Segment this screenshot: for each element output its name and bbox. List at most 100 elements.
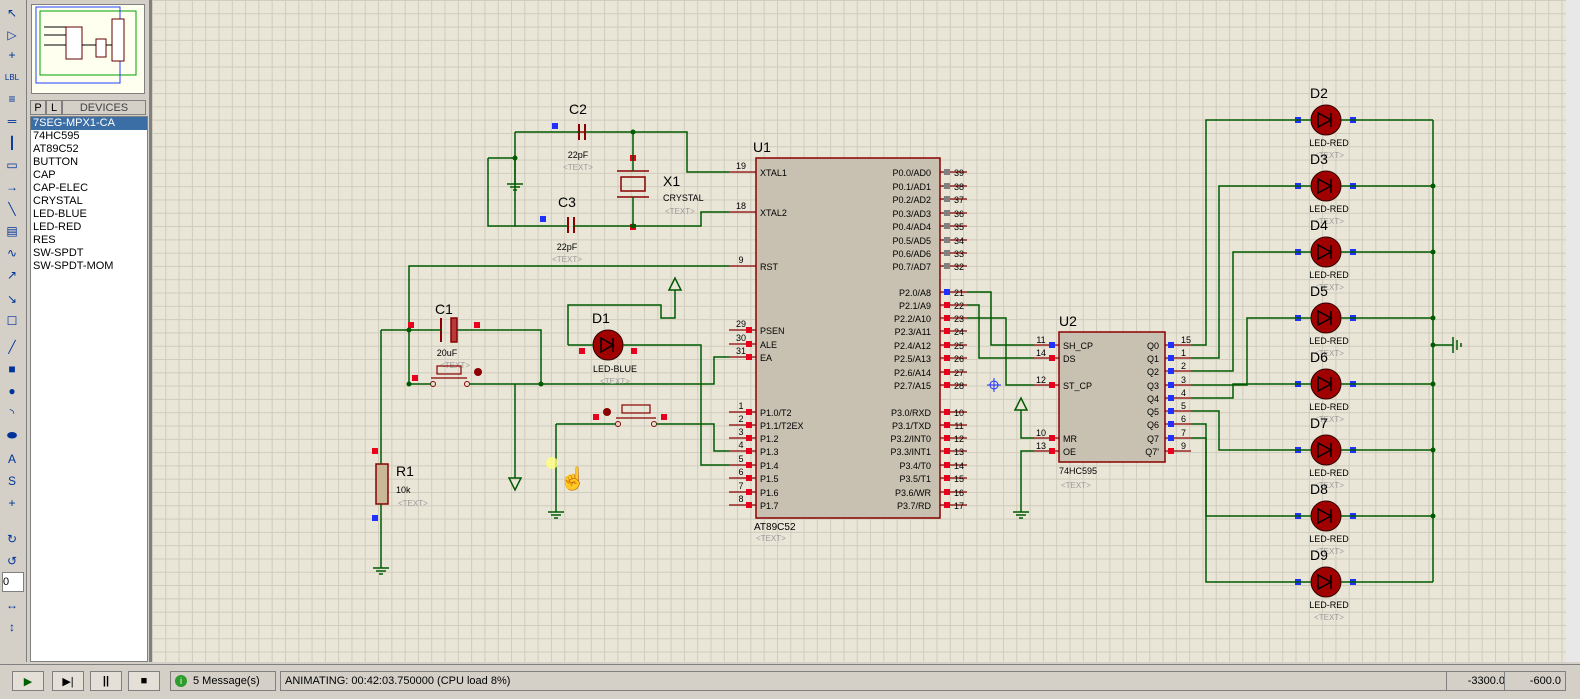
messages-indicator[interactable]: i 5 Message(s) xyxy=(170,671,276,691)
d1-text: <TEXT> xyxy=(600,377,630,386)
x1-value: CRYSTAL xyxy=(663,193,704,203)
device-list-item[interactable]: RES xyxy=(33,234,56,246)
wire-label-icon[interactable]: LBL xyxy=(4,72,20,82)
u2-body xyxy=(1058,331,1166,463)
arc-icon[interactable]: ◝ xyxy=(9,406,15,420)
mirror-x-icon[interactable]: ↔ xyxy=(6,598,18,612)
power-terminal-icon xyxy=(667,276,683,291)
graph-icon[interactable]: ╲ xyxy=(8,202,16,216)
pin-state-marker xyxy=(944,302,950,308)
button-contact xyxy=(464,381,470,387)
device-list-item[interactable]: BUTTON xyxy=(33,156,79,168)
device-list-item[interactable]: CRYSTAL xyxy=(33,195,83,207)
line-icon[interactable]: ╱ xyxy=(8,340,16,354)
led-red-icon xyxy=(1310,302,1342,334)
c2-text: <TEXT> xyxy=(563,163,593,172)
x1-text: <TEXT> xyxy=(665,207,695,216)
u2-part: 74HC595 xyxy=(1059,466,1097,476)
c3-ref: C3 xyxy=(558,194,576,210)
rotate-cw-icon[interactable]: ↻ xyxy=(6,532,18,546)
box-icon[interactable]: ■ xyxy=(8,362,16,376)
led-value: LED-RED xyxy=(1309,468,1349,478)
junction-dot xyxy=(406,381,412,387)
rotate-ccw-icon[interactable]: ↺ xyxy=(6,554,18,568)
tab-devices[interactable]: DEVICES xyxy=(62,100,146,115)
u1-pin-name: P1.4 xyxy=(760,461,779,471)
device-list-item[interactable]: AT89C52 xyxy=(33,143,79,155)
marker-icon[interactable]: + xyxy=(8,496,16,510)
led-red-icon xyxy=(1310,236,1342,268)
pin-state-marker xyxy=(944,289,950,295)
tab-l[interactable]: L xyxy=(46,100,62,115)
u1-pin-num: 5 xyxy=(738,454,743,464)
led-text: <TEXT> xyxy=(1314,283,1344,292)
symbol-icon[interactable]: S xyxy=(7,474,16,488)
pin-state-marker xyxy=(1049,382,1055,388)
tape-icon[interactable]: ▤ xyxy=(6,224,18,238)
pause-button[interactable]: || xyxy=(90,671,122,691)
u2-pin-num: 10 xyxy=(1036,428,1046,438)
wire xyxy=(1191,251,1291,372)
u2-pin-name: SH_CP xyxy=(1063,341,1093,351)
u1-pin-num: 7 xyxy=(738,481,743,491)
device-list-item[interactable]: SW-SPDT-MOM xyxy=(33,260,114,272)
device-list-item[interactable]: CAP-ELEC xyxy=(33,182,89,194)
u1-body xyxy=(755,157,941,519)
led-text: <TEXT> xyxy=(1314,481,1344,490)
device-list-item[interactable]: 7SEG-MPX1-CA xyxy=(31,117,147,130)
angle-field[interactable]: 0 xyxy=(2,572,24,592)
play-button[interactable]: ▶ xyxy=(12,671,44,691)
u1-pin-name: P2.7/A15 xyxy=(894,381,931,391)
vertical-scrollbar[interactable] xyxy=(1566,0,1580,662)
u2-pin-num: 12 xyxy=(1036,375,1046,385)
u1-pin-name: P1.5 xyxy=(760,474,779,484)
overview-window[interactable] xyxy=(31,4,145,94)
device-list-item[interactable]: SW-SPDT xyxy=(33,247,84,259)
u1-pin-name: P0.7/AD7 xyxy=(892,262,931,272)
device-list-item[interactable]: 74HC595 xyxy=(33,130,80,142)
generator-icon[interactable]: ∿ xyxy=(6,246,18,260)
pin-state-marker xyxy=(540,216,546,222)
tab-p[interactable]: P xyxy=(30,100,46,115)
u2-pin-num: 11 xyxy=(1036,335,1045,345)
button-actuator xyxy=(603,408,611,416)
u2-pin-num: 14 xyxy=(1036,348,1046,358)
mirror-y-icon[interactable]: ↕ xyxy=(9,620,15,634)
led-red-icon xyxy=(1310,170,1342,202)
wire xyxy=(487,158,515,227)
pin-state-marker xyxy=(944,237,950,243)
junction-dot xyxy=(1430,513,1436,519)
circle-icon[interactable]: ● xyxy=(8,384,16,398)
path-icon[interactable]: ⬬ xyxy=(6,427,18,442)
u2-pin-num: 2 xyxy=(1181,361,1186,371)
u2-text: <TEXT> xyxy=(1061,481,1091,490)
voltage-probe-icon[interactable]: ↗ xyxy=(6,268,18,282)
pin-icon[interactable]: → xyxy=(6,180,18,194)
text-icon[interactable]: A xyxy=(7,452,16,466)
step-button[interactable]: ▶| xyxy=(52,671,84,691)
u1-text: <TEXT> xyxy=(756,534,786,543)
device-list-item[interactable]: CAP xyxy=(33,169,56,181)
u2-pin-name: Q4 xyxy=(1147,394,1159,404)
u1-pin-name: P1.0/T2 xyxy=(760,408,792,418)
device-list-item[interactable]: LED-RED xyxy=(33,221,82,233)
u1-pin-name: P2.0/A8 xyxy=(899,288,931,298)
virtual-instrument-icon[interactable]: ☐ xyxy=(6,314,18,328)
junction-icon[interactable]: + xyxy=(8,48,16,62)
pause-icon: || xyxy=(102,675,110,687)
subcircuit-icon[interactable]: ┃ xyxy=(8,136,16,150)
wire xyxy=(967,317,1034,386)
selection-icon[interactable]: ↖ xyxy=(6,6,18,20)
terminal-icon[interactable]: ▭ xyxy=(6,158,18,172)
text-script-icon[interactable]: ≡ xyxy=(8,92,16,106)
u1-pin-name: P3.7/RD xyxy=(897,501,932,511)
stop-button[interactable]: ■ xyxy=(128,671,160,691)
pin-state-marker xyxy=(944,502,950,508)
component-icon[interactable]: ▷ xyxy=(7,28,17,42)
current-probe-icon[interactable]: ↘ xyxy=(6,292,18,306)
bus-icon[interactable]: ═ xyxy=(7,114,17,128)
device-list-item[interactable]: LED-BLUE xyxy=(33,208,87,220)
wire xyxy=(1191,317,1291,386)
